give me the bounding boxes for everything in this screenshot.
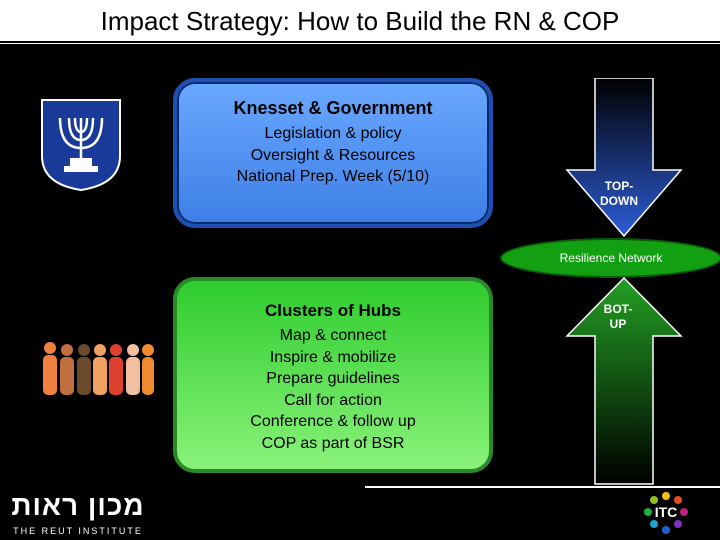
resilience-network-label: Resilience Network (559, 251, 663, 265)
clusters-heading: Clusters of Hubs (264, 301, 402, 320)
top-down-label: TOP-DOWN (600, 179, 638, 208)
reut-institute-logo: מכון ראות THE REUT INSTITUTE (0, 488, 160, 540)
knesset-government-box: Knesset & Government Legislation & polic… (173, 78, 493, 228)
clusters-of-hubs-box: Clusters of Hubs Map & connect Inspire &… (173, 277, 493, 473)
state-emblem-icon (41, 99, 121, 192)
itc-logo: ITC (630, 488, 702, 540)
itc-ring-icon (644, 492, 688, 534)
itc-logo-text: ITC (654, 504, 678, 520)
title-bar (0, 0, 720, 44)
footer-divider (365, 486, 720, 488)
clusters-line: Inspire & mobilize (269, 348, 397, 366)
clusters-line: Prepare guidelines (266, 370, 400, 387)
knesset-line: Oversight & Resources (250, 146, 416, 164)
clusters-line: COP as part of BSR (261, 434, 405, 452)
bottom-up-label: BOT-UP (603, 302, 633, 331)
clusters-line: Conference & follow up (250, 413, 416, 430)
page-title: Impact Strategy: How to Build the RN & C… (100, 6, 620, 36)
reut-logo-subtext: THE REUT INSTITUTE (13, 526, 143, 536)
clusters-line: Map & connect (279, 327, 387, 344)
top-down-arrow-icon (565, 78, 683, 238)
knesset-heading: Knesset & Government (233, 98, 433, 118)
title-divider (0, 41, 720, 43)
knesset-line: National Prep. Week (5/10) (236, 168, 430, 185)
knesset-line: Legislation & policy (264, 125, 402, 142)
people-group-icon (43, 342, 154, 395)
resilience-network-ellipse: Resilience Network (500, 238, 720, 278)
clusters-line: Call for action (284, 391, 382, 409)
reut-logo-hebrew: מכון ראות (11, 490, 145, 521)
bottom-up-arrow-icon (565, 276, 683, 485)
